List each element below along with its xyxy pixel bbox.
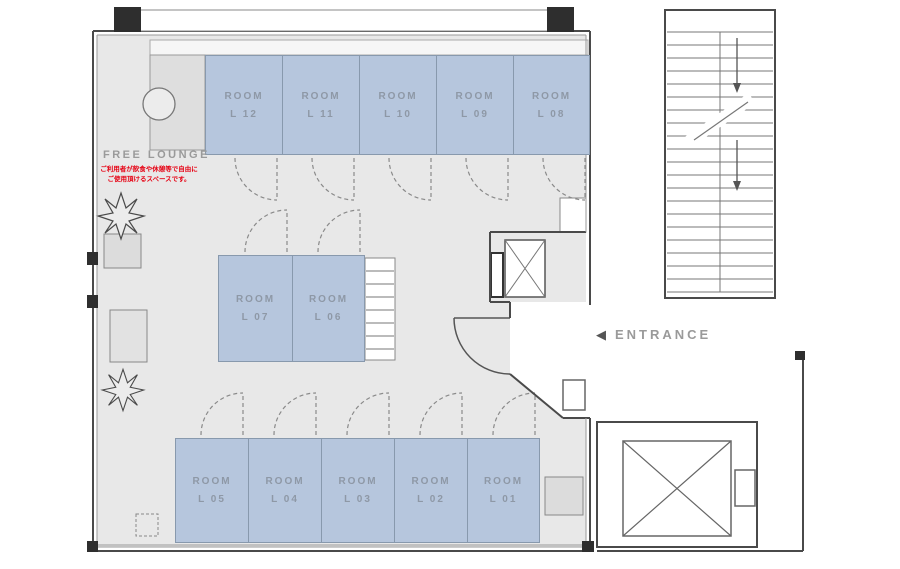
room-number: L 12 [230, 108, 258, 120]
room-number: L 10 [384, 108, 412, 120]
stair-break-band [684, 93, 756, 147]
room-l01: ROOM L 01 [467, 438, 540, 543]
room-l07: ROOM L 07 [218, 255, 293, 362]
storage-box [544, 476, 584, 516]
free-lounge-note-line1: ご利用者が飲食や休憩等で自由に [100, 166, 198, 173]
room-name: ROOM [224, 90, 264, 102]
room-l08: ROOM L 08 [513, 55, 590, 155]
room-l05: ROOM L 05 [175, 438, 249, 543]
room-number: L 05 [198, 494, 226, 505]
room-name: ROOM [235, 294, 276, 305]
column [795, 351, 805, 360]
room-name: ROOM [308, 294, 349, 305]
column [582, 541, 594, 552]
room-number: L 01 [489, 494, 518, 505]
right-walls [597, 357, 804, 552]
free-lounge-note-line2: ご使用頂けるスペースです。 [107, 175, 191, 183]
free-lounge-note: ご利用者が飲食や休憩等で自由に ご使用頂けるスペースです。 [96, 165, 202, 184]
entrance-door [453, 317, 511, 375]
door-swing-arcs [200, 157, 586, 436]
stair-break-line [693, 101, 749, 141]
room-number: L 09 [461, 108, 489, 120]
counter [559, 197, 587, 233]
entrance-label: ENTRANCE [615, 327, 712, 342]
shelf-unit [364, 257, 396, 361]
room-number: L 02 [417, 494, 445, 505]
room-number: L 06 [314, 312, 343, 323]
plant-icon [100, 367, 146, 413]
column [87, 252, 98, 265]
room-number: L 07 [241, 312, 270, 323]
column [114, 7, 141, 32]
room-name: ROOM [301, 90, 341, 102]
shoe-cabinet [562, 379, 586, 411]
back-wall-strip [149, 39, 589, 56]
room-name: ROOM [265, 476, 305, 487]
room-number: L 11 [307, 108, 335, 120]
entrance-label-group: ◀ ENTRANCE [596, 327, 711, 342]
top-wall-band [127, 9, 562, 32]
room-name: ROOM [411, 476, 451, 487]
elevator-panel [734, 469, 756, 507]
floor-hatch [135, 513, 159, 537]
free-lounge-label: FREE LOUNGE [103, 149, 210, 161]
shelf-dividers [366, 270, 394, 350]
room-l12: ROOM L 12 [205, 55, 283, 155]
cabinet [109, 309, 148, 363]
column [87, 295, 98, 308]
column [87, 541, 98, 552]
room-name: ROOM [338, 476, 378, 487]
room-name: ROOM [378, 90, 418, 102]
side-table [103, 233, 142, 269]
elevator-cross [622, 440, 732, 537]
room-name: ROOM [531, 90, 572, 102]
stair-direction-arrows [733, 38, 741, 191]
column [547, 7, 574, 32]
room-number: L 08 [537, 108, 566, 120]
room-l03: ROOM L 03 [321, 438, 395, 543]
room-l04: ROOM L 04 [248, 438, 322, 543]
room-name: ROOM [483, 476, 524, 487]
room-number: L 03 [344, 494, 372, 505]
room-l02: ROOM L 02 [394, 438, 468, 543]
room-l09: ROOM L 09 [436, 55, 514, 155]
duct [490, 252, 504, 298]
closet-cross [504, 239, 546, 298]
room-name: ROOM [192, 476, 232, 487]
room-l11: ROOM L 11 [282, 55, 360, 155]
room-l06: ROOM L 06 [292, 255, 365, 362]
room-name: ROOM [455, 90, 495, 102]
plant-icon [95, 191, 147, 241]
room-l10: ROOM L 10 [359, 55, 437, 155]
entrance-arrow-icon: ◀ [596, 327, 606, 342]
round-table [142, 87, 176, 121]
room-number: L 04 [271, 494, 299, 505]
